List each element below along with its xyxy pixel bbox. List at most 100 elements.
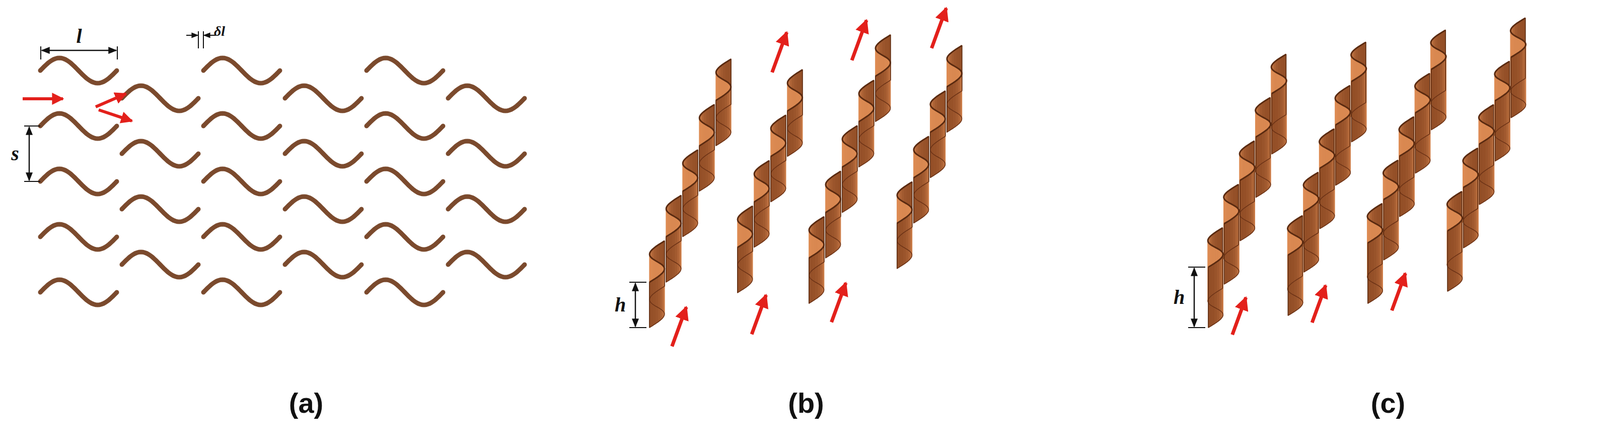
fin-end-edge [875,76,877,122]
fin-end-edge [1415,112,1417,174]
fin-top-edge [754,160,770,202]
fin-top-edge [1271,54,1287,94]
fin-end-edge [752,205,754,252]
fin-bottom-edge [1399,177,1415,217]
fin-face [724,93,727,141]
fin-end-edge [1351,81,1353,142]
fin-face [884,68,887,117]
fin-end-edge [890,34,892,81]
fin [1367,203,1383,304]
fin-end-edge [1301,215,1303,276]
fin-bottom-edge [715,104,732,146]
fin-bottom-edge [1287,275,1303,316]
fin [1255,97,1271,198]
fin-top-edge [897,181,913,224]
fin-bottom-edge [1255,158,1271,198]
fin-face [707,138,711,186]
fin-face [652,278,656,326]
fin-end-edge [715,100,717,146]
fin-end-edge [1382,203,1384,264]
fin-bottom-edge [666,240,682,282]
dimension-label: h [614,293,626,316]
dimension-label: l [76,25,82,48]
fin-top-edge [787,69,803,111]
fin [1303,172,1319,272]
fin-end-edge [928,136,930,182]
fin [1287,215,1303,316]
fin [1223,184,1240,284]
fin-end-edge [911,181,913,228]
wavy-fin [121,196,199,222]
fin [1463,148,1479,248]
fin-end-edge [873,80,875,126]
fin-end-edge [1413,116,1415,178]
fin-end-edge [1478,143,1480,205]
extension-line [24,125,41,127]
fin-end-edge [1367,242,1369,304]
fin-bottom-edge [1463,208,1479,248]
fin-bottom-edge [930,136,946,178]
fin [1239,140,1255,241]
fin-end-edge [913,177,915,224]
fin-end-edge [1287,254,1289,316]
fin-end-edge [1383,199,1385,260]
fin-bottom-edge [897,227,913,269]
dimension-line [186,34,198,36]
wavy-fin [203,279,280,305]
fin-face [790,107,794,155]
fin [1494,61,1510,162]
fin-end-edge [1254,140,1256,202]
fin-bottom-edge [1446,251,1463,292]
fin-end-edge [1524,18,1526,79]
fin-top-edge [1367,203,1383,243]
wavy-fin [366,168,444,194]
wavy-fin [203,168,280,194]
fin-end-edge [786,110,788,157]
fin-bottom-edge [1430,90,1446,130]
fin [825,171,841,258]
fin [1271,54,1287,155]
wavy-fin [203,113,280,139]
fin-top-edge [1430,30,1446,70]
fin-bottom-edge [1239,201,1255,241]
fin [897,181,913,269]
flow-arrow [98,109,132,121]
fin [930,91,946,178]
fin-end-edge [1207,266,1209,328]
fin-top-edge [1414,73,1430,113]
fin-end-edge [1445,30,1447,91]
fin-top-edge [913,136,929,178]
fin-face [881,70,884,118]
flow-arrow [751,294,767,334]
fin-end-edge [1399,156,1401,217]
fin [1510,18,1526,118]
fin-face [922,170,925,218]
fin-face [655,276,659,324]
fin-end-edge [1239,180,1241,241]
fin-face [861,117,865,166]
fin-face [685,187,689,235]
fin-face [834,205,837,253]
fin-top-edge [1335,85,1351,125]
wavy-fin [121,251,199,277]
fin-end-edge [770,156,772,202]
fin-top-edge [699,104,715,146]
fin-top-edge [1383,160,1399,200]
wavy-fin [203,57,280,84]
fin-face [688,185,692,234]
fin-end-edge [1255,136,1257,198]
fin-top-edge [1446,191,1463,231]
extension-line [629,326,647,328]
fin [1478,104,1494,205]
dimension-line [1193,267,1196,327]
fin-bottom-edge [1494,121,1510,162]
fin-top-edge [1478,104,1494,144]
wavy-fin [40,279,117,305]
fin [1335,85,1351,186]
fin-face [950,83,954,131]
dimension-line [28,126,31,181]
flow-arrow [831,282,847,322]
flow-arrow [1232,297,1247,335]
fin-face [919,172,922,220]
